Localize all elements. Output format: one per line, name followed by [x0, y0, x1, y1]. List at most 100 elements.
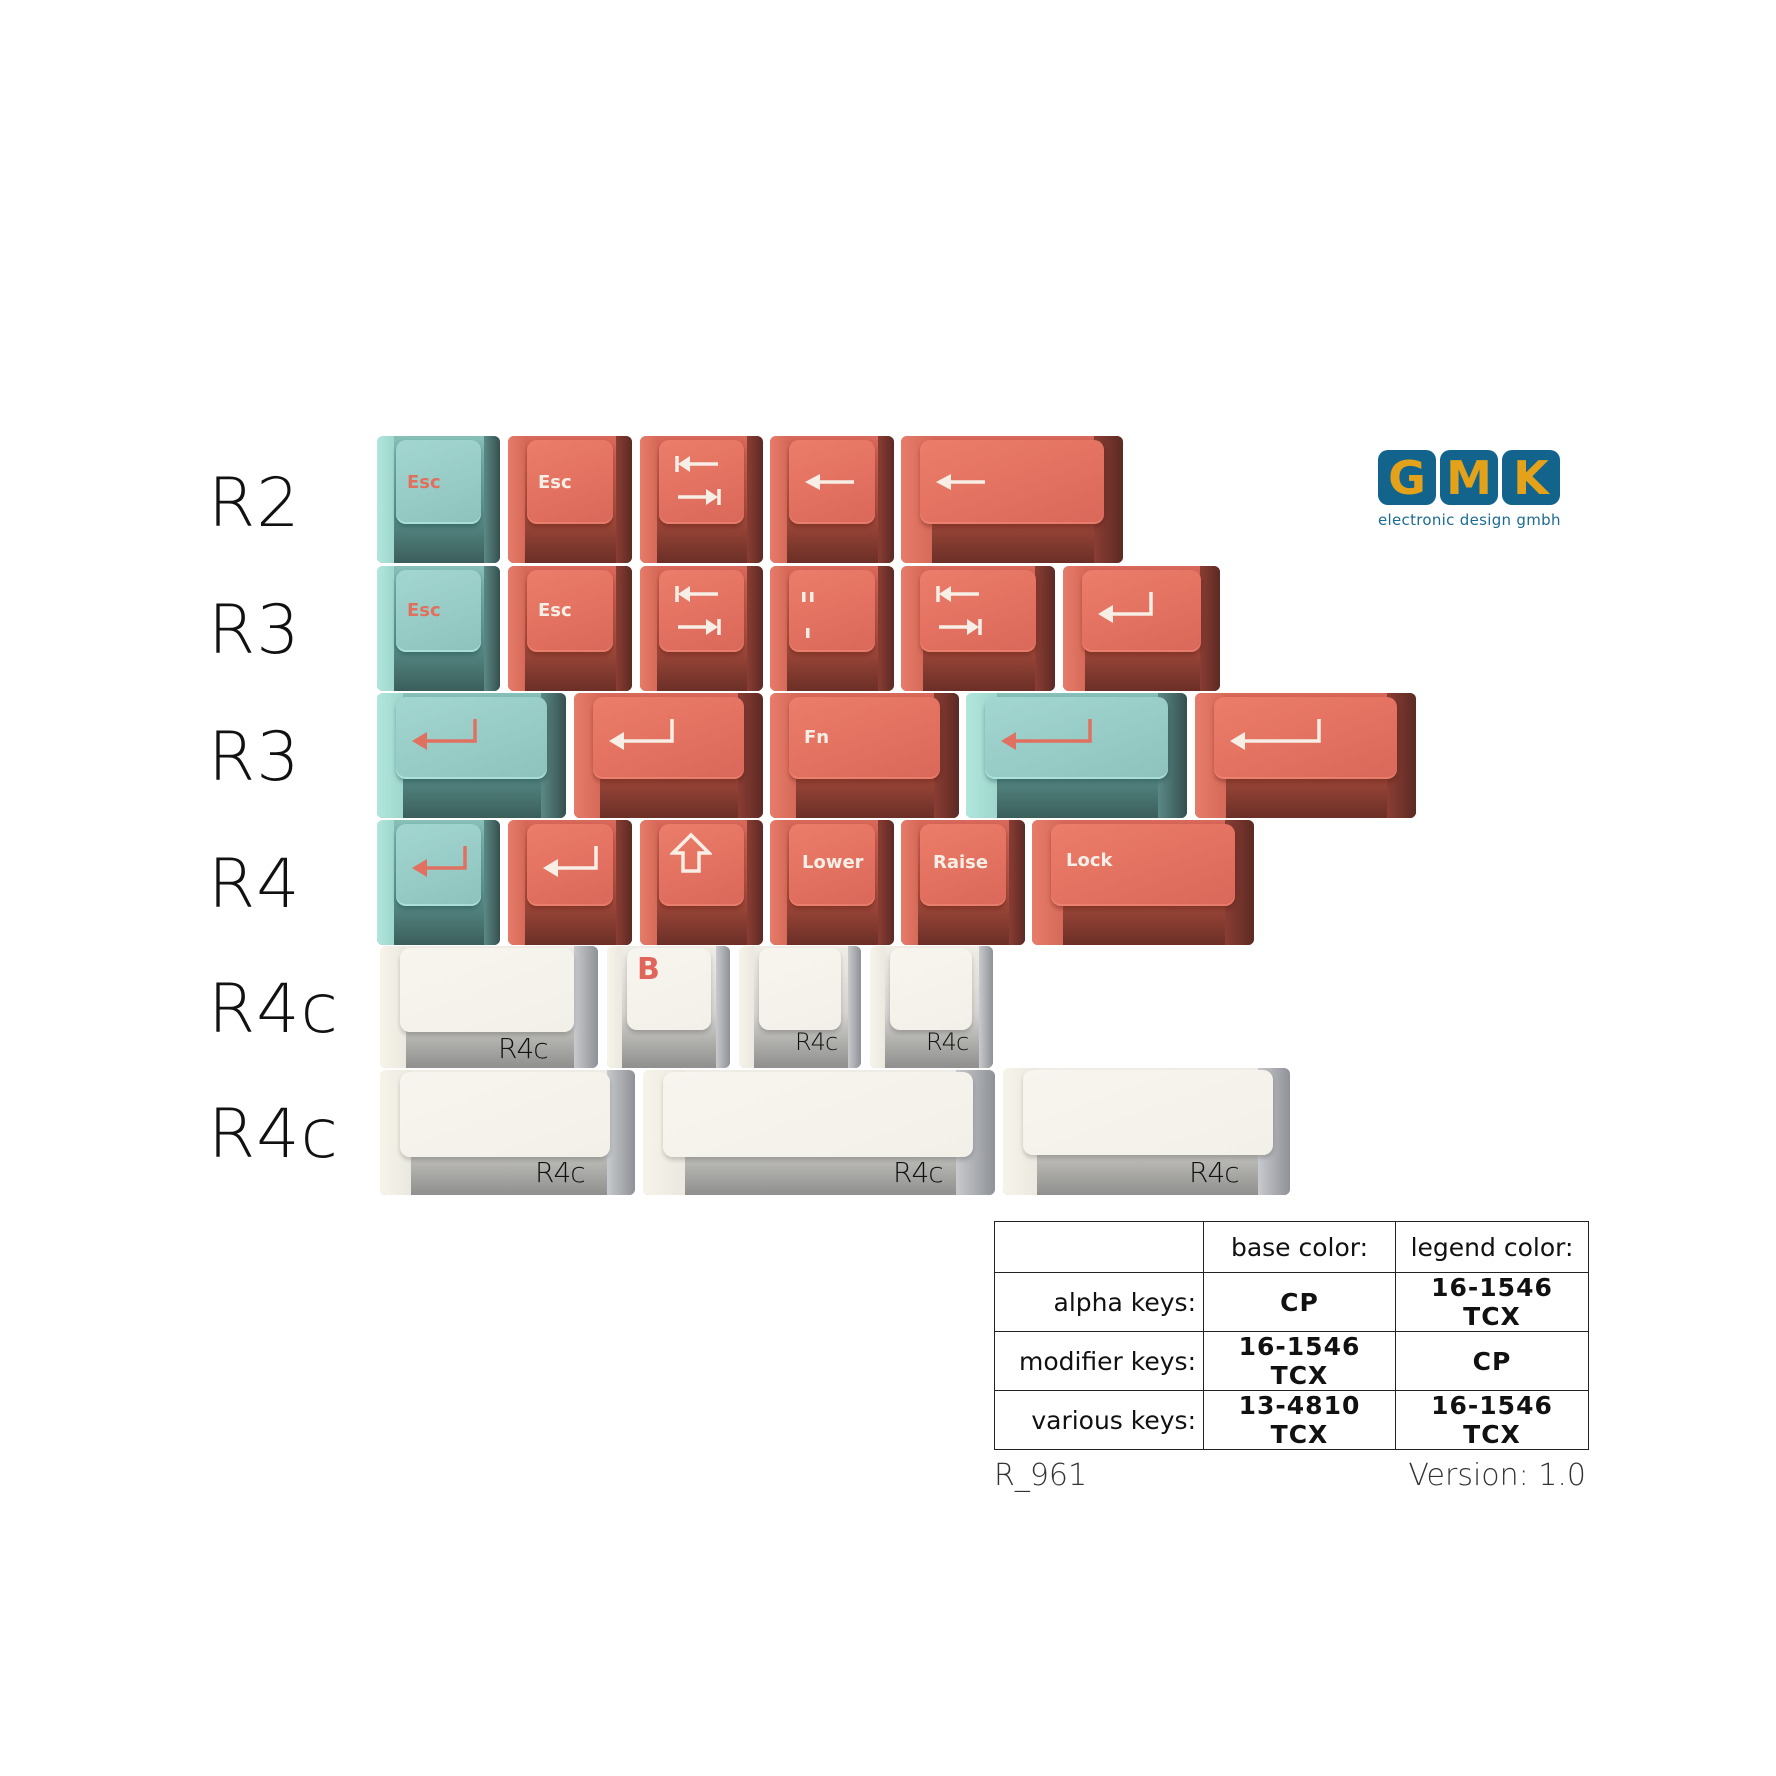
table-header-cell: base color:: [1203, 1221, 1396, 1273]
base-color-cell: CP: [1203, 1272, 1396, 1332]
keycap-top: [396, 440, 481, 524]
color-spec-table: base color: legend color: alpha keys: CP…: [994, 1221, 1589, 1450]
keycap-raise: Raise: [901, 820, 1025, 945]
gmk-letter: M: [1446, 450, 1492, 505]
render-code: R_961: [994, 1458, 1088, 1493]
key-legend: Raise: [933, 852, 989, 873]
keycap-backspace: [770, 436, 894, 563]
keycap-top: [1023, 1070, 1273, 1155]
keycap-r4c-blank: R4c: [739, 946, 861, 1068]
keycap-top: [659, 570, 744, 652]
gmk-subtitle: electronic design gmbh: [1378, 511, 1561, 529]
enter-arrow-icon: [543, 846, 598, 877]
row-label-r3: R3: [208, 718, 301, 797]
tab-arrows-icon: [675, 456, 721, 505]
keycap-top: [527, 570, 613, 652]
keycap-enter-wide: [377, 693, 566, 818]
keycap-esc: Esc: [508, 566, 632, 691]
gmk-letter: G: [1388, 450, 1426, 505]
base-color-cell: 13-4810 TCX: [1203, 1390, 1396, 1450]
profile-tag: R4c: [498, 1032, 549, 1065]
keycap-top: [890, 948, 972, 1030]
row-label-r2: R2: [208, 464, 301, 543]
keycap-enter: [1063, 566, 1220, 691]
key-legend: B: [637, 952, 660, 987]
keycap-quote: [770, 566, 894, 691]
backspace-arrow-icon: [805, 474, 854, 490]
profile-tag: R4c: [926, 1028, 969, 1056]
keycap-top: [759, 948, 841, 1030]
keycap-fn: Fn: [770, 693, 959, 818]
legend-color-cell: 16-1546 TCX: [1395, 1272, 1589, 1332]
keycap-top: [789, 570, 875, 652]
row-label-cell: alpha keys:: [994, 1272, 1204, 1332]
backspace-arrow-icon: [936, 474, 985, 490]
keycap-r4c-blank: R4c: [643, 1070, 995, 1195]
keycap-top: [396, 824, 481, 906]
enter-arrow-icon: [1098, 592, 1153, 623]
enter-arrow-icon: [1001, 719, 1092, 750]
keycap-enter-wide: [966, 693, 1187, 818]
row-label-r4c: R4c: [208, 970, 339, 1049]
keycap-top: [659, 440, 744, 524]
version-label: Version: 1.0: [1408, 1458, 1586, 1493]
table-row: various keys: 13-4810 TCX 16-1546 TCX: [994, 1390, 1589, 1450]
key-legend: Esc: [407, 472, 441, 493]
key-legend: Esc: [538, 472, 572, 493]
enter-arrow-icon: [412, 846, 467, 877]
enter-arrow-icon: [609, 719, 674, 750]
keycap-top: [920, 570, 1036, 652]
keycap-r4c-blank: R4c: [1003, 1068, 1290, 1195]
keycap-top: [789, 824, 875, 906]
quote-legend-icon: [802, 592, 814, 638]
row-label-cell: modifier keys:: [994, 1331, 1204, 1391]
keycap-esc: Esc: [377, 436, 500, 563]
key-legend: Lower: [802, 852, 864, 873]
keycap-top: [663, 1072, 973, 1157]
keycap-top: [920, 824, 1006, 906]
table-header-row: base color: legend color:: [994, 1221, 1589, 1273]
legend-color-cell: 16-1546 TCX: [1395, 1390, 1589, 1450]
profile-tag: R4c: [1189, 1156, 1240, 1189]
gmk-letter-box: G: [1378, 450, 1436, 505]
keycap-top: [627, 948, 711, 1030]
profile-tag: R4c: [795, 1028, 838, 1056]
keycap-tab: [640, 436, 763, 563]
table-row: modifier keys: 16-1546 TCX CP: [994, 1331, 1589, 1391]
keycap-top: [400, 1072, 610, 1157]
key-legend: Lock: [1066, 850, 1113, 871]
keycap-enter: [508, 820, 632, 945]
keycap-enter: [377, 820, 500, 945]
keycap-r4c-blank: R4c: [380, 946, 598, 1068]
keycap-top: [789, 697, 940, 779]
key-legend: Esc: [407, 600, 441, 621]
keycap-top: [1051, 824, 1235, 906]
keycap-shift: [640, 820, 763, 945]
keycap-top: [1082, 570, 1201, 652]
key-legend: Esc: [538, 600, 572, 621]
keycap-lower: Lower: [770, 820, 894, 945]
tab-arrows-icon: [936, 586, 982, 635]
legend-color-cell: CP: [1395, 1331, 1589, 1391]
row-label-r3: R3: [208, 591, 301, 670]
keycap-top: [659, 824, 744, 906]
keycap-top: [400, 948, 574, 1032]
keycap-r4c-blank: R4c: [870, 946, 993, 1068]
gmk-letter-box: M: [1440, 450, 1498, 505]
row-label-cell: various keys:: [994, 1390, 1204, 1450]
profile-tag: R4c: [893, 1156, 944, 1189]
keycap-enter-wide: [574, 693, 763, 818]
shift-arrow-icon: [670, 832, 712, 873]
keycap-backspace-wide: [901, 436, 1123, 563]
keycap-b: B: [607, 946, 730, 1068]
keycap-tab: [901, 566, 1055, 691]
gmk-letter: K: [1513, 450, 1549, 505]
table-row: alpha keys: CP 16-1546 TCX: [994, 1272, 1589, 1332]
key-legend: Fn: [804, 727, 830, 748]
keycap-esc: Esc: [377, 566, 500, 691]
keycap-top: [527, 824, 613, 906]
enter-arrow-icon: [1230, 719, 1321, 750]
row-label-r4c: R4c: [208, 1095, 339, 1174]
tab-arrows-icon: [675, 586, 721, 635]
keycap-top: [396, 570, 481, 652]
